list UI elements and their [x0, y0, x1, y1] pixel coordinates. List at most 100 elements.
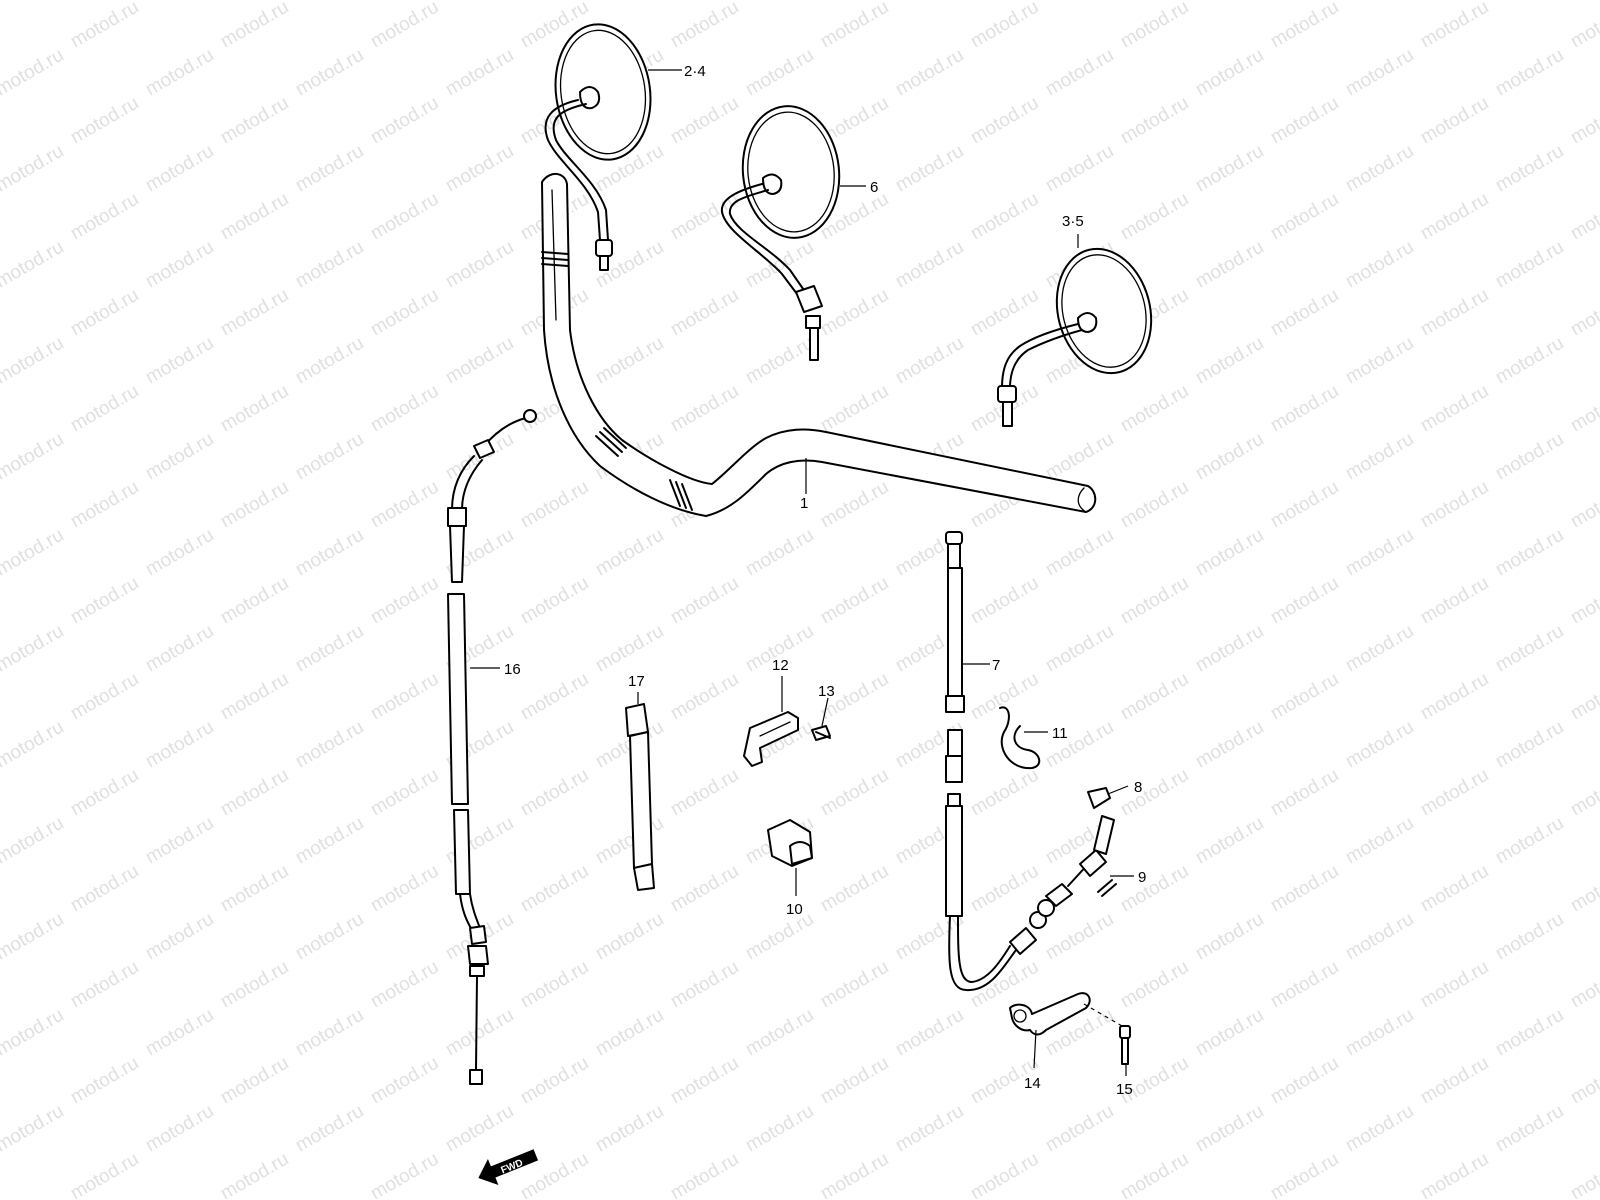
watermark-text: motod.ru	[292, 717, 367, 773]
watermark-text: motod.ru	[142, 1005, 217, 1061]
watermark-text: motod.ru	[67, 669, 142, 725]
watermark-text: motod.ru	[217, 189, 292, 245]
watermark-text: motod.ru	[142, 333, 217, 389]
watermark-text: motod.ru	[142, 0, 217, 4]
watermark-text: motod.ru	[1042, 1101, 1117, 1157]
watermark-text: motod.ru	[742, 333, 817, 389]
watermark-text: motod.ru	[1117, 1149, 1192, 1200]
watermark-text: motod.ru	[0, 717, 67, 773]
watermark-text: motod.ru	[1117, 189, 1192, 245]
watermark-text: motod.ru	[967, 93, 1042, 149]
watermark-text: motod.ru	[1567, 1053, 1600, 1109]
watermark-text: motod.ru	[817, 957, 892, 1013]
watermark-text: motod.ru	[1042, 621, 1117, 677]
watermark-text: motod.ru	[217, 0, 292, 52]
watermark-text: motod.ru	[0, 333, 67, 389]
watermark-text: motod.ru	[67, 573, 142, 629]
watermark-text: motod.ru	[1267, 669, 1342, 725]
watermark-text: motod.ru	[1267, 285, 1342, 341]
watermark-text: motod.ru	[292, 525, 367, 581]
watermark-text: motod.ru	[292, 621, 367, 677]
watermark-text: motod.ru	[1567, 93, 1600, 149]
watermark-text: motod.ru	[1267, 477, 1342, 533]
callout-9: 9	[1138, 869, 1146, 886]
watermark-text: motod.ru	[817, 1053, 892, 1109]
watermark-text: motod.ru	[217, 573, 292, 629]
mirror-left	[544, 23, 652, 271]
watermark-text: motod.ru	[367, 573, 442, 629]
watermark-text: motod.ru	[367, 1053, 442, 1109]
part-10-clamp	[767, 819, 813, 867]
watermark-text: motod.ru	[1117, 765, 1192, 821]
watermark-text: motod.ru	[1342, 813, 1417, 869]
watermark-text: motod.ru	[967, 189, 1042, 245]
watermark-text: motod.ru	[292, 333, 367, 389]
watermark-text: motod.ru	[967, 285, 1042, 341]
mirror-right	[997, 247, 1153, 427]
watermark-text: motod.ru	[1342, 237, 1417, 293]
watermark-text: motod.ru	[67, 1053, 142, 1109]
watermark-text: motod.ru	[1342, 621, 1417, 677]
part-12-bracket	[743, 711, 799, 767]
watermark-text: motod.ru	[1567, 861, 1600, 917]
watermark-text: motod.ru	[1267, 1053, 1342, 1109]
watermark-text: motod.ru	[1192, 717, 1267, 773]
watermark-text: motod.ru	[1492, 237, 1567, 293]
watermark-text: motod.ru	[817, 285, 892, 341]
watermark-text: motod.ru	[1042, 0, 1117, 4]
callout-14: 14	[1024, 1075, 1041, 1092]
watermark-text: motod.ru	[1417, 1053, 1492, 1109]
watermark-text: motod.ru	[0, 0, 67, 4]
part-9-pin	[1097, 879, 1117, 897]
watermark-text: motod.ru	[292, 0, 367, 4]
watermark-text: motod.ru	[142, 429, 217, 485]
watermark-text: motod.ru	[1267, 573, 1342, 629]
watermark-text: motod.ru	[1567, 0, 1600, 52]
watermark-text: motod.ru	[217, 93, 292, 149]
watermark-text: motod.ru	[592, 621, 667, 677]
watermark-text: motod.ru	[892, 237, 967, 293]
watermark-text: motod.ru	[667, 285, 742, 341]
watermark-text: motod.ru	[892, 909, 967, 965]
watermark-text: motod.ru	[1267, 765, 1342, 821]
part-8-cap	[1087, 787, 1111, 809]
watermark-text: motod.ru	[667, 1053, 742, 1109]
watermark-text: motod.ru	[142, 237, 217, 293]
watermark-text: motod.ru	[0, 45, 67, 101]
part-14-bracket	[1009, 992, 1091, 1036]
watermark-text: motod.ru	[667, 1149, 742, 1200]
watermark-text: motod.ru	[967, 765, 1042, 821]
watermark-text: motod.ru	[442, 1101, 517, 1157]
watermark-text: motod.ru	[967, 573, 1042, 629]
watermark-text: motod.ru	[67, 381, 142, 437]
watermark-text: motod.ru	[1492, 0, 1567, 4]
watermark-text: motod.ru	[442, 0, 517, 4]
watermark-text: motod.ru	[142, 1101, 217, 1157]
watermark-text: motod.ru	[1492, 621, 1567, 677]
watermark-text: motod.ru	[1417, 861, 1492, 917]
watermark-text: motod.ru	[1492, 813, 1567, 869]
watermark-text: motod.ru	[0, 429, 67, 485]
watermark-text: motod.ru	[517, 669, 592, 725]
watermark-text: motod.ru	[217, 861, 292, 917]
watermark-text: motod.ru	[1117, 669, 1192, 725]
watermark-text: motod.ru	[1267, 0, 1342, 52]
part-15-bolt	[1083, 1003, 1131, 1065]
watermark-text: motod.ru	[1117, 381, 1192, 437]
watermark-text: motod.ru	[367, 861, 442, 917]
watermark-text: motod.ru	[1342, 0, 1417, 4]
part-11-clip	[999, 706, 1041, 770]
mirror-center	[720, 105, 841, 361]
watermark-text: motod.ru	[1192, 525, 1267, 581]
watermark-text: motod.ru	[442, 1005, 517, 1061]
watermark-text: motod.ru	[1492, 717, 1567, 773]
watermark-text: motod.ru	[67, 189, 142, 245]
watermark-text: motod.ru	[517, 957, 592, 1013]
watermark-text: motod.ru	[367, 189, 442, 245]
watermark-text: motod.ru	[592, 525, 667, 581]
watermark-text: motod.ru	[967, 0, 1042, 52]
watermark-text: motod.ru	[367, 285, 442, 341]
watermark-text: motod.ru	[667, 957, 742, 1013]
watermark-text: motod.ru	[817, 0, 892, 52]
watermark-text: motod.ru	[1192, 237, 1267, 293]
